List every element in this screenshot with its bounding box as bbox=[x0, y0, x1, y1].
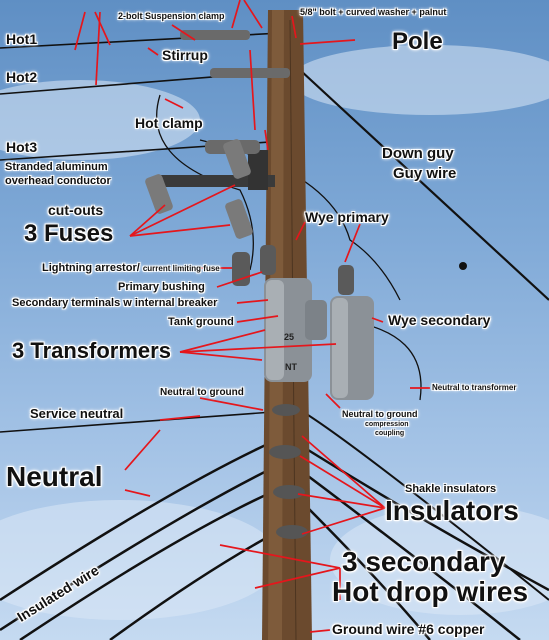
insulators-label: Insulators bbox=[385, 495, 519, 526]
hot2-label: Hot2 bbox=[6, 69, 38, 85]
current-limiting-fuse-text: current limiting fuse bbox=[142, 264, 220, 273]
neutral-to-ground-label: Neutral to ground bbox=[160, 387, 244, 398]
secondary-label-line1: 3 secondary bbox=[342, 546, 506, 577]
neutral-to-transformer-label: Neutral to transformer bbox=[432, 383, 517, 392]
transformer-number-tag: 25 bbox=[284, 332, 295, 342]
lightning-arrestor-text: Lightning arrestor/ bbox=[42, 262, 140, 274]
conductor-label-line2: overhead conductor bbox=[5, 175, 111, 187]
neutral-to-ground-2-label: Neutral to ground bbox=[342, 409, 418, 419]
pointer-lines bbox=[74, 0, 430, 633]
shackle-insulators bbox=[269, 404, 308, 539]
guy-wire-label: Guy wire bbox=[393, 165, 457, 182]
fuses-label: 3 Fuses bbox=[24, 220, 114, 247]
down-guy-label: Down guy bbox=[382, 145, 454, 162]
ground-wire-label: Ground wire #6 copper bbox=[332, 621, 485, 637]
shakle-insulators-label: Shakle insulators bbox=[405, 483, 497, 495]
pole-label: Pole bbox=[392, 28, 443, 55]
hot1-label: Hot1 bbox=[6, 31, 38, 47]
wye-secondary-label: Wye secondary bbox=[388, 312, 491, 328]
transformer-letters-tag: NT bbox=[285, 362, 297, 372]
secondary-label-line2: Hot drop wires bbox=[332, 576, 529, 607]
lightning-arrestor-label: Lightning arrestor/ current limiting fus… bbox=[42, 263, 220, 274]
compression-coupling-line1: compression bbox=[365, 421, 409, 428]
crossarm-bracket bbox=[160, 175, 275, 187]
suspension-clamp-label: 2-bolt Suspension clamp bbox=[118, 11, 225, 21]
bolt-label: 5/8" bolt + curved washer + palnut bbox=[300, 7, 447, 17]
neutral-label: Neutral bbox=[6, 461, 103, 492]
cutouts-label: cut-outs bbox=[48, 202, 104, 218]
compression-coupling-line2: coupling bbox=[375, 430, 405, 437]
hot-clamp-label: Hot clamp bbox=[135, 115, 203, 131]
hot3-label: Hot3 bbox=[6, 139, 38, 155]
service-neutral-label: Service neutral bbox=[30, 406, 124, 421]
primary-bushing-label: Primary bushing bbox=[118, 281, 205, 293]
conductor-label-line1: Stranded aluminum bbox=[5, 161, 108, 173]
tank-ground-label: Tank ground bbox=[168, 316, 234, 328]
transformers bbox=[264, 278, 374, 400]
cutout-fuses bbox=[145, 139, 253, 239]
transformers-label: 3 Transformers bbox=[12, 338, 171, 363]
stirrup-label: Stirrup bbox=[162, 47, 208, 63]
secondary-terminals-label: Secondary terminals w internal breaker bbox=[12, 297, 218, 309]
wye-primary-label: Wye primary bbox=[305, 209, 389, 225]
